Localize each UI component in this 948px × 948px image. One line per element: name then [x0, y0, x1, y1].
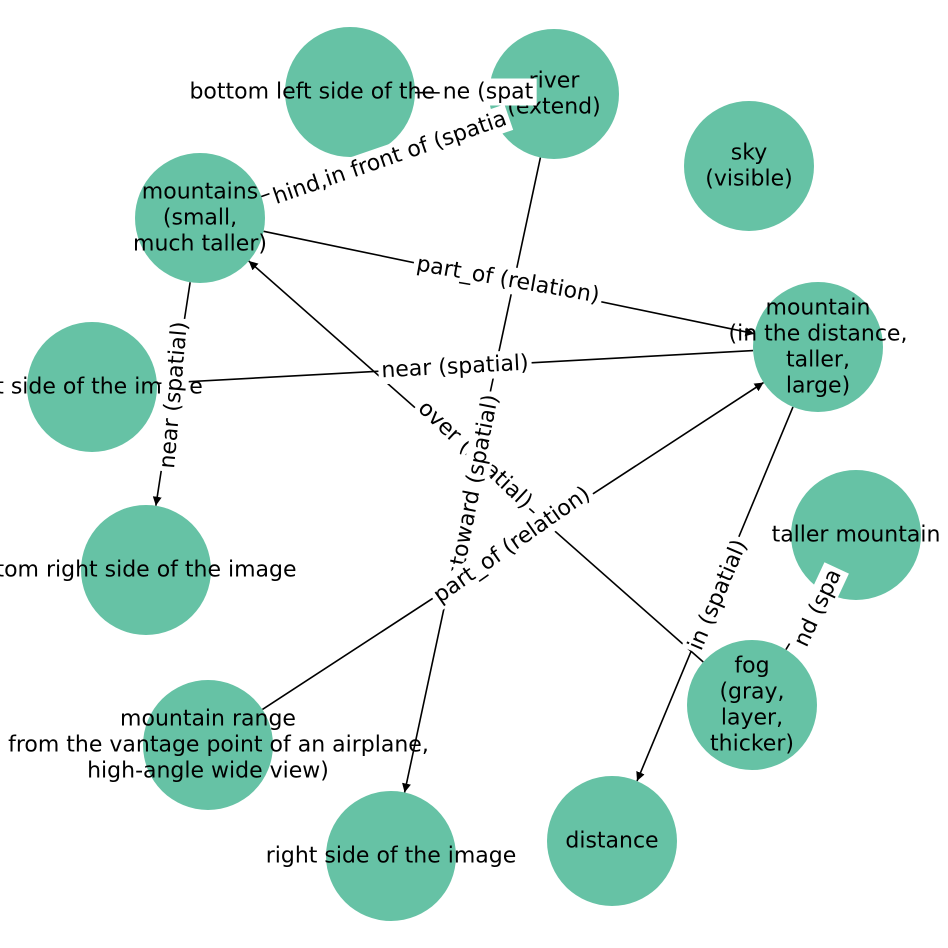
edge-label-background — [425, 479, 599, 611]
edge-label-background — [377, 349, 533, 385]
node-taller_mountain: taller mountain — [772, 470, 941, 600]
node-label: fog — [734, 654, 769, 679]
node-label: much taller) — [133, 232, 267, 257]
edge-label-background — [444, 389, 506, 571]
node-label: large) — [786, 374, 850, 399]
edge-label-background — [681, 532, 755, 658]
edge-label-mountains_small-mountain_distance: part_of (relation) — [411, 250, 605, 310]
node-mountains_small: mountains(small,much taller) — [133, 153, 267, 283]
node-label: thicker) — [710, 732, 794, 757]
edge-label-bottom_left-river: ne (spat — [439, 78, 537, 106]
node-label: (gray, — [719, 680, 784, 705]
edge-label-text: in (spatial) — [684, 536, 753, 654]
edge-label-background — [266, 104, 514, 212]
node-label: tom right side of the image — [0, 558, 297, 583]
node-label: n from the vantage point of an airplane, — [0, 733, 429, 758]
node-sky: sky(visible) — [684, 101, 814, 231]
node-label: (in the distance, — [729, 322, 908, 347]
node-label: mountain range — [120, 707, 296, 732]
node-circle — [684, 101, 814, 231]
node-mountain_distance: mountain(in the distance,taller,large) — [729, 282, 908, 412]
node-label: taller, — [786, 348, 850, 373]
node-label: taller mountain — [772, 523, 941, 548]
edge-label-background — [411, 250, 605, 310]
node-label: mountain — [766, 296, 871, 321]
node-circle — [687, 640, 817, 770]
node-label: (visible) — [705, 167, 792, 192]
node-circle — [489, 29, 619, 159]
node-circle — [135, 153, 265, 283]
node-circle — [285, 27, 415, 157]
node-label: high-angle wide view) — [87, 759, 329, 784]
node-circle — [753, 282, 883, 412]
node-circle — [326, 791, 456, 921]
node-label: (small, — [163, 206, 237, 231]
node-circle — [143, 680, 273, 810]
node-label: distance — [565, 829, 658, 854]
edge-label-text: ne (spat — [443, 80, 534, 105]
node-label: sky — [731, 141, 767, 166]
node-fog: fog(gray,layer,thicker) — [687, 640, 817, 770]
node-distance: distance — [547, 776, 677, 906]
node-bottom_right: tom right side of the image — [0, 505, 297, 635]
node-circle — [27, 322, 157, 452]
node-label: right side of the image — [266, 844, 517, 869]
edge-label-background — [439, 78, 537, 106]
node-circle — [547, 776, 677, 906]
node-label: mountains — [142, 180, 258, 205]
node-river: river(extend) — [489, 29, 619, 159]
edge-label-background — [787, 562, 849, 654]
node-label: layer, — [721, 706, 783, 731]
edge-label-text: part_of (relation) — [415, 252, 602, 309]
edge-label-background — [153, 317, 195, 473]
node-circle — [81, 505, 211, 635]
edge-label-text: near (spatial) — [381, 351, 530, 384]
node-label: river — [529, 69, 581, 94]
edge-label-mountain_distance-distance: in (spatial) — [681, 532, 755, 658]
node-right_side_bottom: right side of the image — [266, 791, 517, 921]
edge-label-right_side_mid-mountain_distance: near (spatial) — [377, 349, 533, 385]
